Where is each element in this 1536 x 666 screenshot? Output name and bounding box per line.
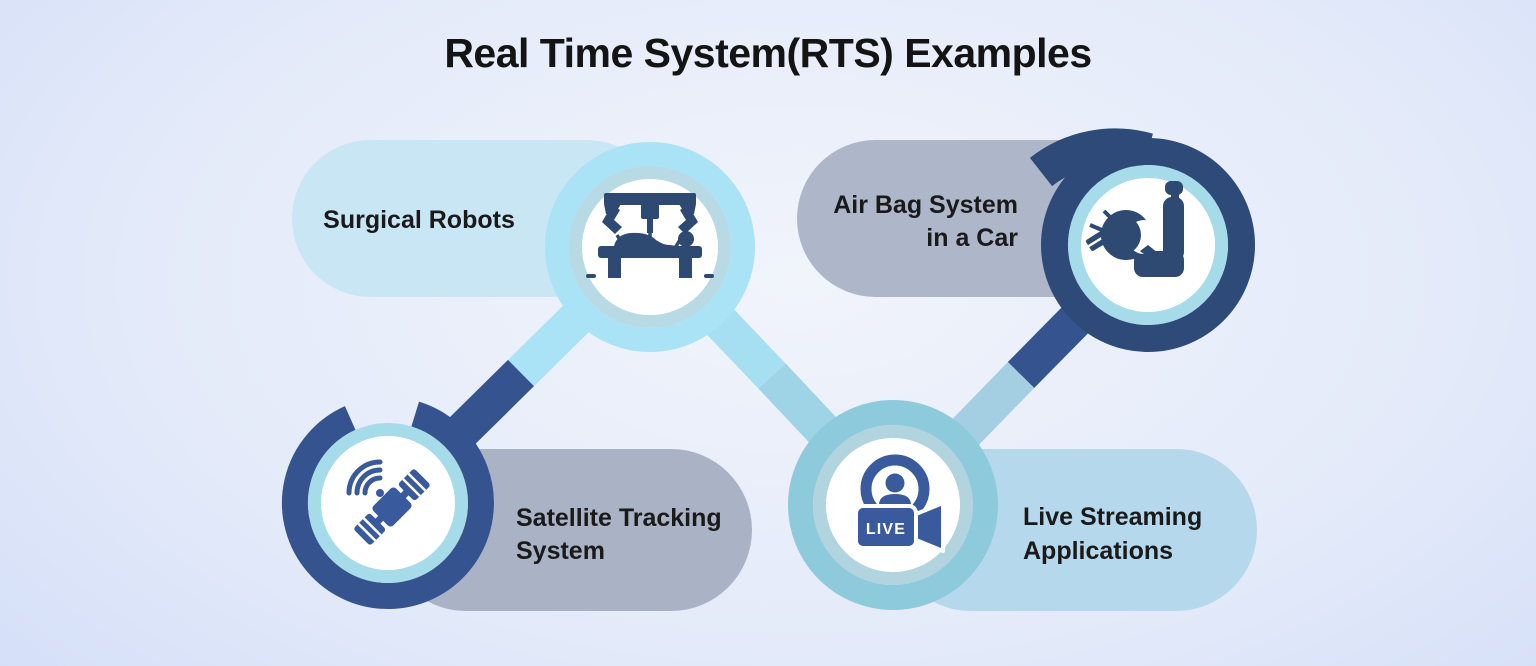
surgical-robots-label-line1: Surgical Robots xyxy=(323,206,515,234)
surgical-node-circle xyxy=(545,142,755,352)
satellite-label-line1: Satellite Tracking xyxy=(516,504,722,532)
airbag-outer-ring xyxy=(1041,138,1255,352)
airbag-inner-ring xyxy=(1068,165,1228,325)
satellite-outer-ring xyxy=(281,401,494,609)
live-streaming-label-line1: Live Streaming xyxy=(1023,503,1203,531)
surgical-robots-label: Surgical Robots xyxy=(299,204,539,237)
live-streaming-label-line2: Applications xyxy=(1023,537,1174,565)
page-title: Real Time System(RTS) Examples xyxy=(444,30,1092,76)
satellite-node-circle xyxy=(281,401,494,609)
surgical-robot-icon xyxy=(586,193,714,278)
connectors xyxy=(436,292,1103,458)
satellite-inner-ring xyxy=(308,423,468,583)
airbag-label-line2: in a Car xyxy=(926,224,1018,252)
live-badge-label: LIVE xyxy=(866,521,906,538)
airbag-node-circle xyxy=(1029,128,1255,352)
airbag-seat-icon xyxy=(1085,181,1184,277)
satellite-label: Satellite Tracking System xyxy=(516,502,776,568)
live-streaming-label: Live Streaming Applications xyxy=(1023,500,1283,568)
surgical-inner-ring xyxy=(569,166,731,328)
surgical-outer-ring xyxy=(545,142,755,352)
live-node-circle: LIVE xyxy=(788,400,998,610)
live-outer-ring xyxy=(788,400,998,610)
satellite-label-line2: System xyxy=(516,537,605,565)
airbag-label-line1: Air Bag System xyxy=(833,191,1018,219)
live-inner-ring xyxy=(813,425,973,585)
airbag-label: Air Bag System in a Car xyxy=(760,189,1018,255)
satellite-icon xyxy=(346,459,430,545)
live-video-icon: LIVE xyxy=(854,454,945,553)
